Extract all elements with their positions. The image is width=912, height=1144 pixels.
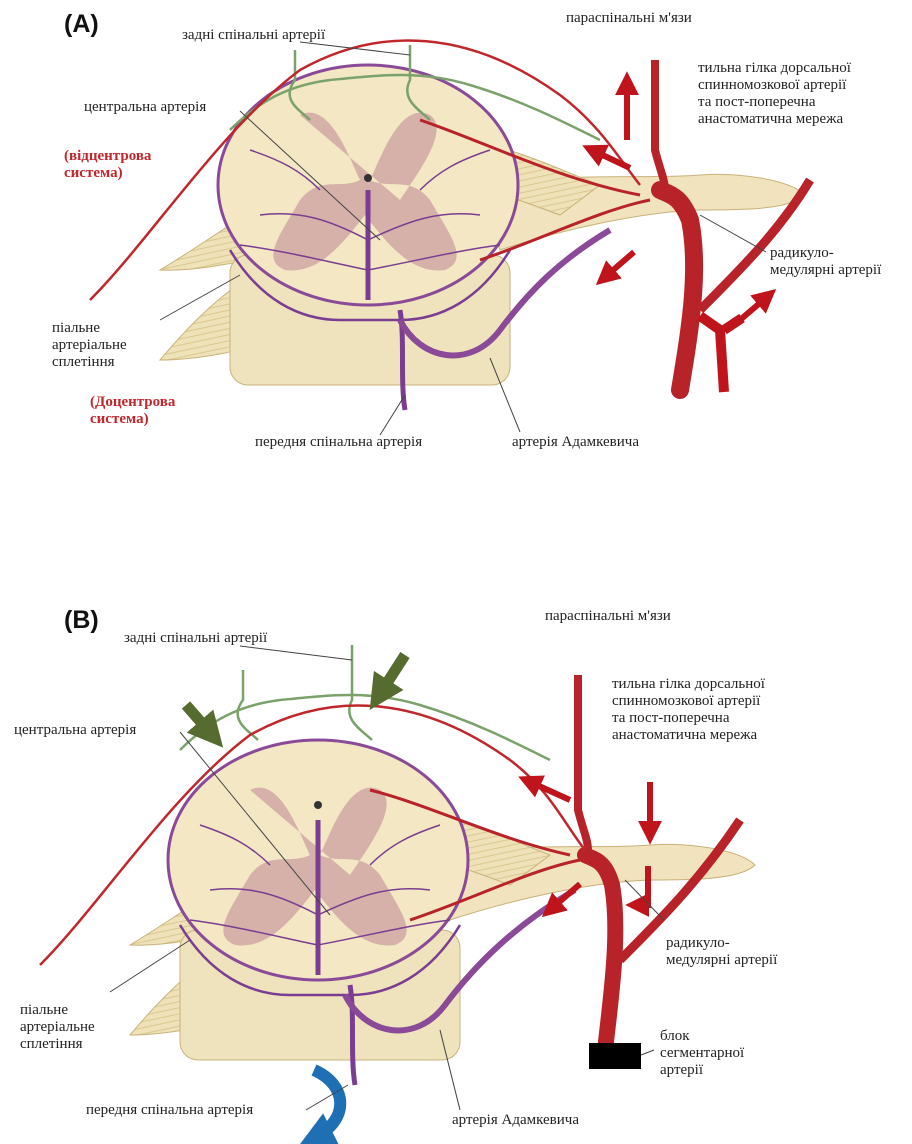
dorsal-branch-label-b: тильна гілка дорсальної спинномозкової а… xyxy=(612,676,765,744)
y-block-arrow-a xyxy=(700,316,742,392)
centrifugal-system-label: (відцентрова система) xyxy=(64,148,151,182)
central-artery-label-a: центральна артерія xyxy=(84,99,206,116)
centripetal-system-label: (Доцентрова система) xyxy=(90,394,175,428)
central-canal-b xyxy=(314,801,322,809)
segmental-block-marker xyxy=(589,1043,641,1069)
blue-arrow-b xyxy=(314,1070,340,1138)
anterior-spinal-label-a: передня спінальна артерія xyxy=(255,434,422,451)
posterior-spinal-arteries-label-b: задні спінальні артерії xyxy=(124,630,267,647)
pial-plexus-label-b: піальне артеріальне сплетіння xyxy=(20,1002,95,1053)
paraspinal-muscles-label-a: параспінальні м'язи xyxy=(566,10,692,27)
anterior-spinal-label-b: передня спінальна артерія xyxy=(86,1102,253,1119)
adamkiewicz-label-b: артерія Адамкевича xyxy=(452,1112,579,1129)
central-artery-label-b: центральна артерія xyxy=(14,722,136,739)
radiculo-label-a: радикуло- медулярні артерії xyxy=(770,245,881,279)
panel-b-letter: (B) xyxy=(64,606,99,634)
posterior-spinal-arteries-label-a: задні спінальні артерії xyxy=(182,27,325,44)
segmental-block-label: блок сегментарної артерії xyxy=(660,1028,744,1079)
central-canal-a xyxy=(364,174,372,182)
posterior-spinal-arteries-b xyxy=(180,645,550,760)
panel-a-letter: (A) xyxy=(64,10,99,38)
adamkiewicz-label-a: артерія Адамкевича xyxy=(512,434,639,451)
pial-plexus-label-a: піальне артеріальне сплетіння xyxy=(52,320,127,371)
radiculo-label-b: радикуло- медулярні артерії xyxy=(666,935,777,969)
dorsal-branch-label-a: тильна гілка дорсальної спинномозкової а… xyxy=(698,60,851,128)
paraspinal-muscles-label-b: параспінальні м'язи xyxy=(545,608,671,625)
